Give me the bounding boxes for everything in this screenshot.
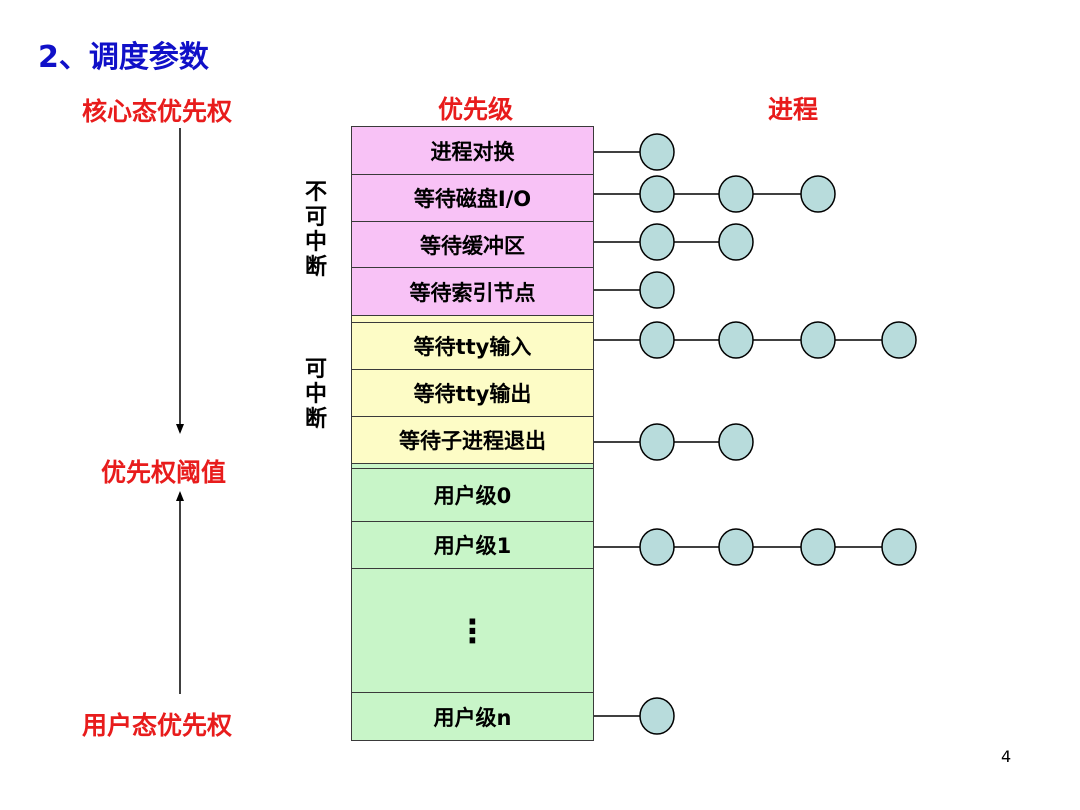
priority-header: 优先级 [438,95,514,124]
down-arrowhead [176,424,184,434]
row-wait-tty-input: 等待tty输入 [351,322,594,370]
priority-threshold-label: 优先权阈值 [101,458,227,487]
process-node [718,223,754,261]
kernel-priority-label: 核心态优先权 [82,97,233,126]
interruptible-label: 可中断 [304,357,327,432]
page-title: 2、调度参数 [38,40,209,75]
process-node [718,175,754,213]
process-node [639,175,675,213]
process-node [800,528,836,566]
process-node [718,321,754,359]
page-number: 4 [1001,747,1012,766]
process-node [718,423,754,461]
row-wait-inode: 等待索引节点 [351,267,594,316]
user-priority-label: 用户态优先权 [82,711,233,740]
process-node [718,528,754,566]
process-node [639,321,675,359]
up-arrowhead [176,491,184,501]
process-node [881,321,917,359]
non-interruptible-label: 不可中断 [304,180,327,280]
process-node [800,321,836,359]
row-wait-tty-output: 等待tty输出 [351,369,594,417]
process-node [639,697,675,735]
process-node [881,528,917,566]
process-node [639,271,675,309]
process-node [639,423,675,461]
row-user-level-n: 用户级n [351,692,594,741]
row-wait-buffer: 等待缓冲区 [351,221,594,268]
process-node [639,528,675,566]
process-node [639,133,675,171]
process-chains [594,133,917,735]
process-header: 进程 [768,95,819,124]
row-user-level-0: 用户级0 [351,468,594,522]
process-node [800,175,836,213]
process-node [639,223,675,261]
